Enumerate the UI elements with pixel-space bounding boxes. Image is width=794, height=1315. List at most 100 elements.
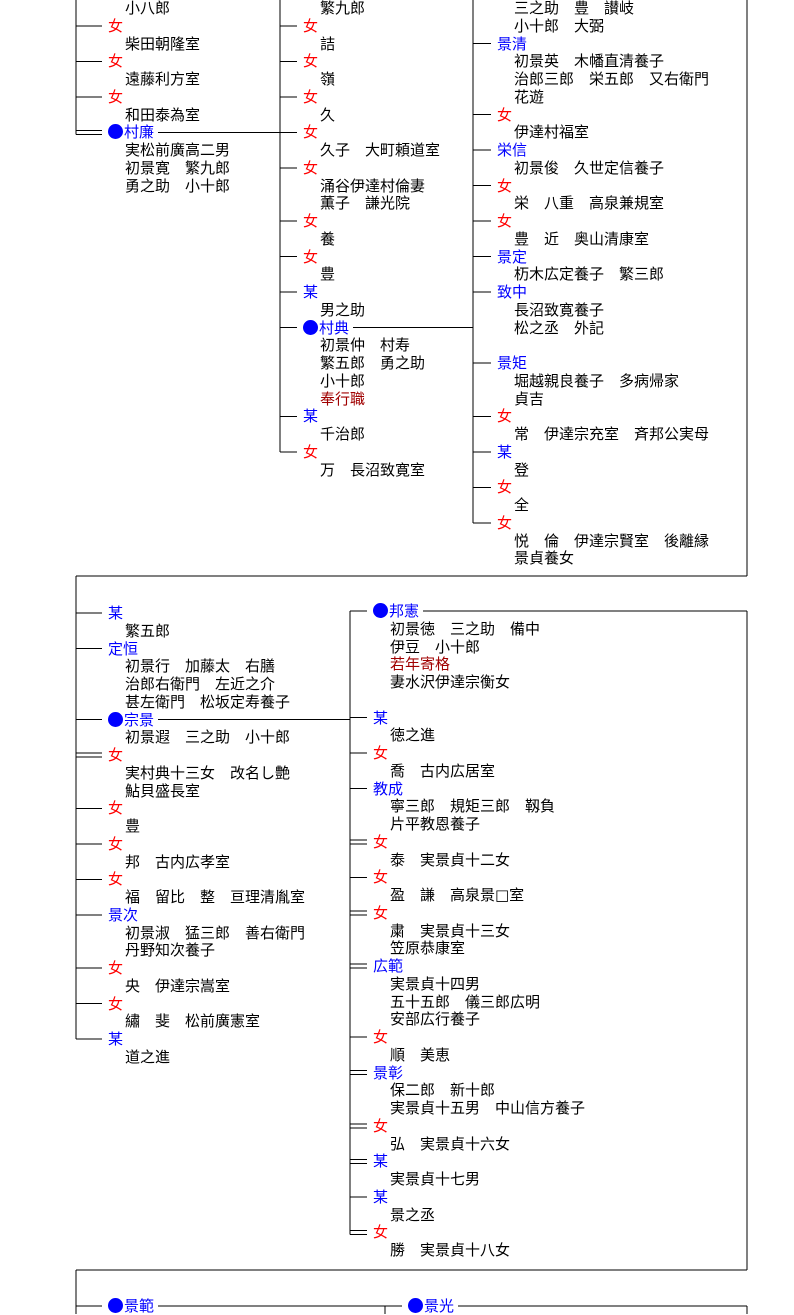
daughter-entry: 女 xyxy=(303,123,318,141)
entry-name: 定恒 xyxy=(108,639,139,658)
entry-name: 女 xyxy=(303,247,319,266)
daughter-entry: 女 xyxy=(108,835,123,853)
heir-entry: 村廉 xyxy=(108,123,154,141)
entry-note: 初景英 木幡直清養子 xyxy=(514,52,665,71)
entry-name: 景範 xyxy=(124,1297,155,1315)
entry-note: 初景淑 猛三郎 善右衛門 xyxy=(125,923,306,942)
entry-name: 女 xyxy=(373,903,389,922)
entry-note: 道之進 xyxy=(125,1047,171,1066)
entry-name: 某 xyxy=(373,1187,389,1206)
heir-dot-icon xyxy=(373,603,388,618)
entry-note: 喬 古内広居室 xyxy=(390,761,496,780)
entry-note: 詰 xyxy=(320,34,336,53)
entry-name: 景清 xyxy=(497,34,528,53)
entry-note: 実景貞十七男 xyxy=(390,1170,481,1188)
entry-name: 女 xyxy=(108,16,124,35)
entry-note: 長沼致寛養子 xyxy=(514,300,605,319)
son-entry: 某 xyxy=(108,1030,123,1048)
entry-name: 女 xyxy=(373,744,389,762)
daughter-entry: 女 xyxy=(303,212,318,230)
entry-name: 女 xyxy=(497,407,513,426)
daughter-entry: 女 xyxy=(497,478,512,496)
daughter-entry: 女 xyxy=(303,88,318,106)
entry-note: 順 美恵 xyxy=(390,1045,451,1064)
entry-note: 堀越親良養子 多病帰家 xyxy=(514,371,680,390)
entry-note: 景之丞 xyxy=(390,1205,436,1224)
heir-entry: 景範 xyxy=(108,1297,154,1315)
heir-dot-icon xyxy=(408,1298,423,1313)
entry-name: 女 xyxy=(303,123,319,142)
daughter-entry: 女 xyxy=(303,17,318,35)
entry-note: 繡 斐 松前廣憲室 xyxy=(125,1012,261,1031)
entry-note: 実景貞十四男 xyxy=(390,974,481,993)
entry-name: 女 xyxy=(497,513,513,532)
daughter-entry: 女 xyxy=(373,868,388,886)
entry-note: 泰 実景貞十二女 xyxy=(390,850,511,869)
daughter-entry: 女 xyxy=(303,248,318,266)
entry-note: 初景行 加藤太 右膳 xyxy=(125,657,276,676)
entry-name: 女 xyxy=(108,870,124,889)
entry-note: 初景寛 繁九郎 xyxy=(125,158,231,177)
daughter-entry: 女 xyxy=(108,799,123,817)
entry-name: 女 xyxy=(108,834,124,853)
heir-dot-icon xyxy=(108,124,123,140)
entry-name: 致中 xyxy=(497,283,528,301)
entry-note: 初景仲 村寿 xyxy=(320,336,411,355)
son-entry: 某 xyxy=(373,1188,388,1206)
son-entry: 某 xyxy=(303,283,318,301)
son-entry: 某 xyxy=(373,709,388,727)
entry-note: 松之丞 外記 xyxy=(514,318,605,337)
daughter-entry: 女 xyxy=(497,407,512,425)
daughter-entry: 女 xyxy=(497,177,512,195)
entry-name: 女 xyxy=(373,1223,389,1242)
entry-name: 女 xyxy=(108,746,124,764)
entry-note: 初景俊 久世定信養子 xyxy=(514,158,665,177)
daughter-entry: 女 xyxy=(497,212,512,230)
continued-note: 三之助 豊 讃岐 xyxy=(514,0,635,17)
entry-note: 悦 倫 伊達宗賢室 後離縁 xyxy=(514,531,710,550)
son-entry: 某 xyxy=(108,604,123,622)
entry-note: 五十五郎 儀三郎広明 xyxy=(390,992,541,1011)
entry-note: 治郎右衛門 左近之介 xyxy=(125,675,276,693)
heir-entry: 村典 xyxy=(303,319,349,337)
entry-name: 某 xyxy=(373,708,389,727)
entry-note: 保二郎 新十郎 xyxy=(390,1081,496,1100)
son-entry: 致中 xyxy=(497,283,527,301)
entry-name: 某 xyxy=(108,604,124,622)
son-entry: 栄信 xyxy=(497,141,527,159)
entry-name: 女 xyxy=(497,212,513,230)
entry-note: 豊 xyxy=(320,265,336,284)
entry-note: 央 伊達宗嵩室 xyxy=(125,976,231,995)
entry-note: 実松前廣高二男 xyxy=(125,141,231,159)
entry-note: 豊 xyxy=(125,817,141,835)
entry-name: 女 xyxy=(373,1116,389,1135)
entry-name: 女 xyxy=(108,994,124,1013)
heir-entry: 邦憲 xyxy=(373,602,419,620)
son-entry: 広範 xyxy=(373,957,403,975)
daughter-entry: 女 xyxy=(108,746,123,764)
entry-name: 女 xyxy=(303,442,319,461)
entry-name: 女 xyxy=(497,105,513,124)
daughter-entry: 女 xyxy=(373,904,388,922)
entry-note: 実村典十三女 改名し艶 xyxy=(125,763,291,782)
office-title: 若年寄格 xyxy=(390,655,451,674)
heir-dot-icon xyxy=(303,319,318,335)
entry-note: 丹野知次養子 xyxy=(125,941,216,960)
entry-note: 片平教恩養子 xyxy=(390,815,481,833)
entry-note: 治郎三郎 栄五郎 又右衛門 xyxy=(514,70,710,88)
heir-entry: 景光 xyxy=(408,1297,454,1315)
entry-note: 寧三郎 規矩三郎 靱負 xyxy=(390,797,556,816)
daughter-entry: 女 xyxy=(373,1223,388,1241)
daughter-entry: 女 xyxy=(303,52,318,70)
entry-note: 邦 古内広孝室 xyxy=(125,852,231,871)
entry-note: 養 xyxy=(320,229,336,248)
entry-name: 女 xyxy=(108,52,124,71)
entry-note: 男之助 xyxy=(320,300,366,319)
entry-note: 徳之進 xyxy=(390,726,436,745)
son-entry: 景定 xyxy=(497,248,527,266)
daughter-entry: 女 xyxy=(373,744,388,762)
entry-note: 和田泰為室 xyxy=(125,105,201,124)
entry-note: 涌谷伊達村倫妻 xyxy=(320,176,426,195)
entry-name: 女 xyxy=(108,959,124,977)
